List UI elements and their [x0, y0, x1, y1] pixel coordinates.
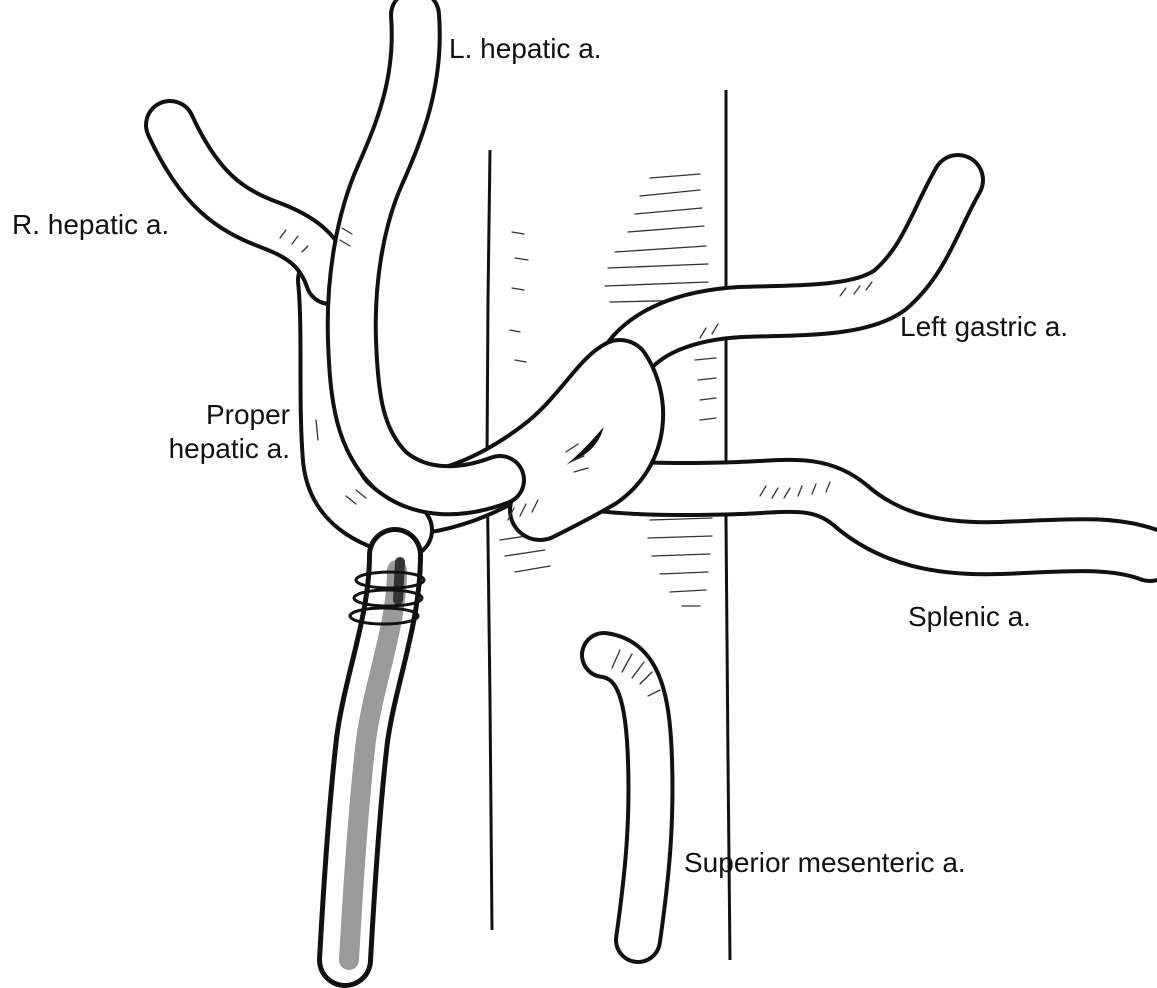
label-splenic-artery: Splenic a. — [908, 600, 1031, 634]
label-right-hepatic-artery: R. hepatic a. — [12, 208, 169, 242]
aorta-left-edge — [487, 150, 492, 930]
right-hepatic-artery — [170, 125, 330, 280]
label-proper-hepatic-line2: hepatic a. — [110, 432, 290, 466]
label-left-gastric-artery: Left gastric a. — [900, 310, 1068, 344]
label-left-hepatic-artery: L. hepatic a. — [449, 32, 602, 66]
left-hepatic-artery — [340, 15, 500, 490]
catheter — [345, 555, 424, 960]
splenic-artery — [560, 480, 1150, 555]
aorta-right-edge — [726, 90, 730, 960]
superior-mesenteric-artery — [604, 650, 660, 940]
label-superior-mesenteric-artery: Superior mesenteric a. — [684, 846, 966, 880]
label-proper-hepatic-line1: Proper — [110, 398, 290, 432]
label-proper-hepatic-artery: Proper hepatic a. — [110, 398, 290, 466]
